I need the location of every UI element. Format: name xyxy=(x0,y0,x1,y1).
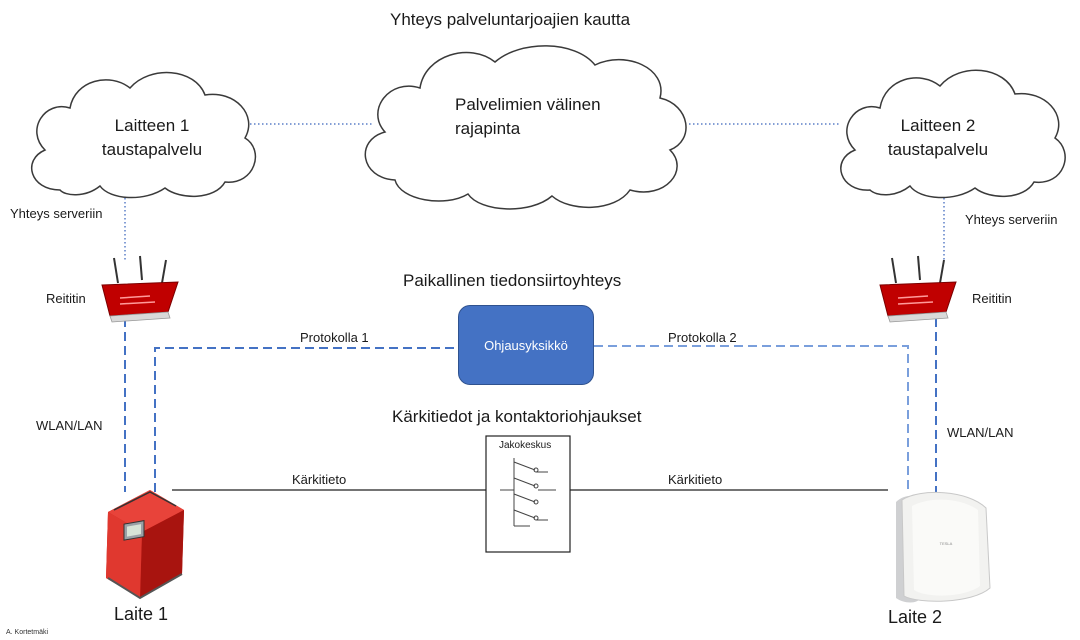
control-unit-box[interactable]: Ohjausyksikkö xyxy=(458,305,594,385)
distribution-board-icon xyxy=(485,435,571,553)
router-left-icon xyxy=(101,255,179,323)
distribution-board-label: Jakokeskus xyxy=(499,440,552,451)
cloud-left-label: Laitteen 1 taustapalvelu xyxy=(72,114,232,162)
device2-label: Laite 2 xyxy=(888,607,943,627)
device1-inverter-icon xyxy=(106,490,184,600)
cloud-right-line1: Laitteen 2 xyxy=(900,116,976,135)
contact-info-left-label: Kärkitieto xyxy=(292,472,347,487)
cloud-middle-label: Palvelimien välinen rajapinta xyxy=(455,93,615,141)
svg-text:TESLA: TESLA xyxy=(940,541,953,546)
router-right-icon xyxy=(879,255,957,323)
server-connection-left-label: Yhteys serveriin xyxy=(10,206,103,221)
local-connection-title: Paikallinen tiedonsiirtoyhteys xyxy=(403,271,622,290)
device2-battery-icon: TESLA xyxy=(896,491,991,603)
protocol1-line xyxy=(154,347,458,492)
router-left-label: Reititin xyxy=(46,291,86,306)
top-title: Yhteys palveluntarjoajien kautta xyxy=(390,10,631,29)
cloud-middle-line2: rajapinta xyxy=(455,119,521,138)
cloud-right-line2: taustapalvelu xyxy=(887,140,989,159)
cloud-left-line1: Laitteen 1 xyxy=(114,116,190,135)
device1-label: Laite 1 xyxy=(114,604,169,624)
wlan-left-label: WLAN/LAN xyxy=(36,418,103,433)
contacts-title: Kärkitiedot ja kontaktoriohjaukset xyxy=(392,407,642,426)
contact-info-right-label: Kärkitieto xyxy=(668,472,723,487)
cloud-middle-line1: Palvelimien välinen xyxy=(455,95,601,114)
author-credit: A. Kortetmäki xyxy=(6,629,49,636)
cloud-left xyxy=(30,71,256,199)
cloud-right xyxy=(840,69,1066,199)
cloud-middle xyxy=(364,45,687,210)
protocol2-line xyxy=(594,345,909,492)
protocol1-label: Protokolla 1 xyxy=(300,330,369,345)
router-right-label: Reititin xyxy=(972,291,1012,306)
protocol2-label: Protokolla 2 xyxy=(668,330,737,345)
cloud-right-label: Laitteen 2 taustapalvelu xyxy=(858,114,1018,162)
server-connection-right-label: Yhteys serveriin xyxy=(965,212,1058,227)
wlan-right-label: WLAN/LAN xyxy=(947,425,1014,440)
cloud-left-line2: taustapalvelu xyxy=(101,140,203,159)
